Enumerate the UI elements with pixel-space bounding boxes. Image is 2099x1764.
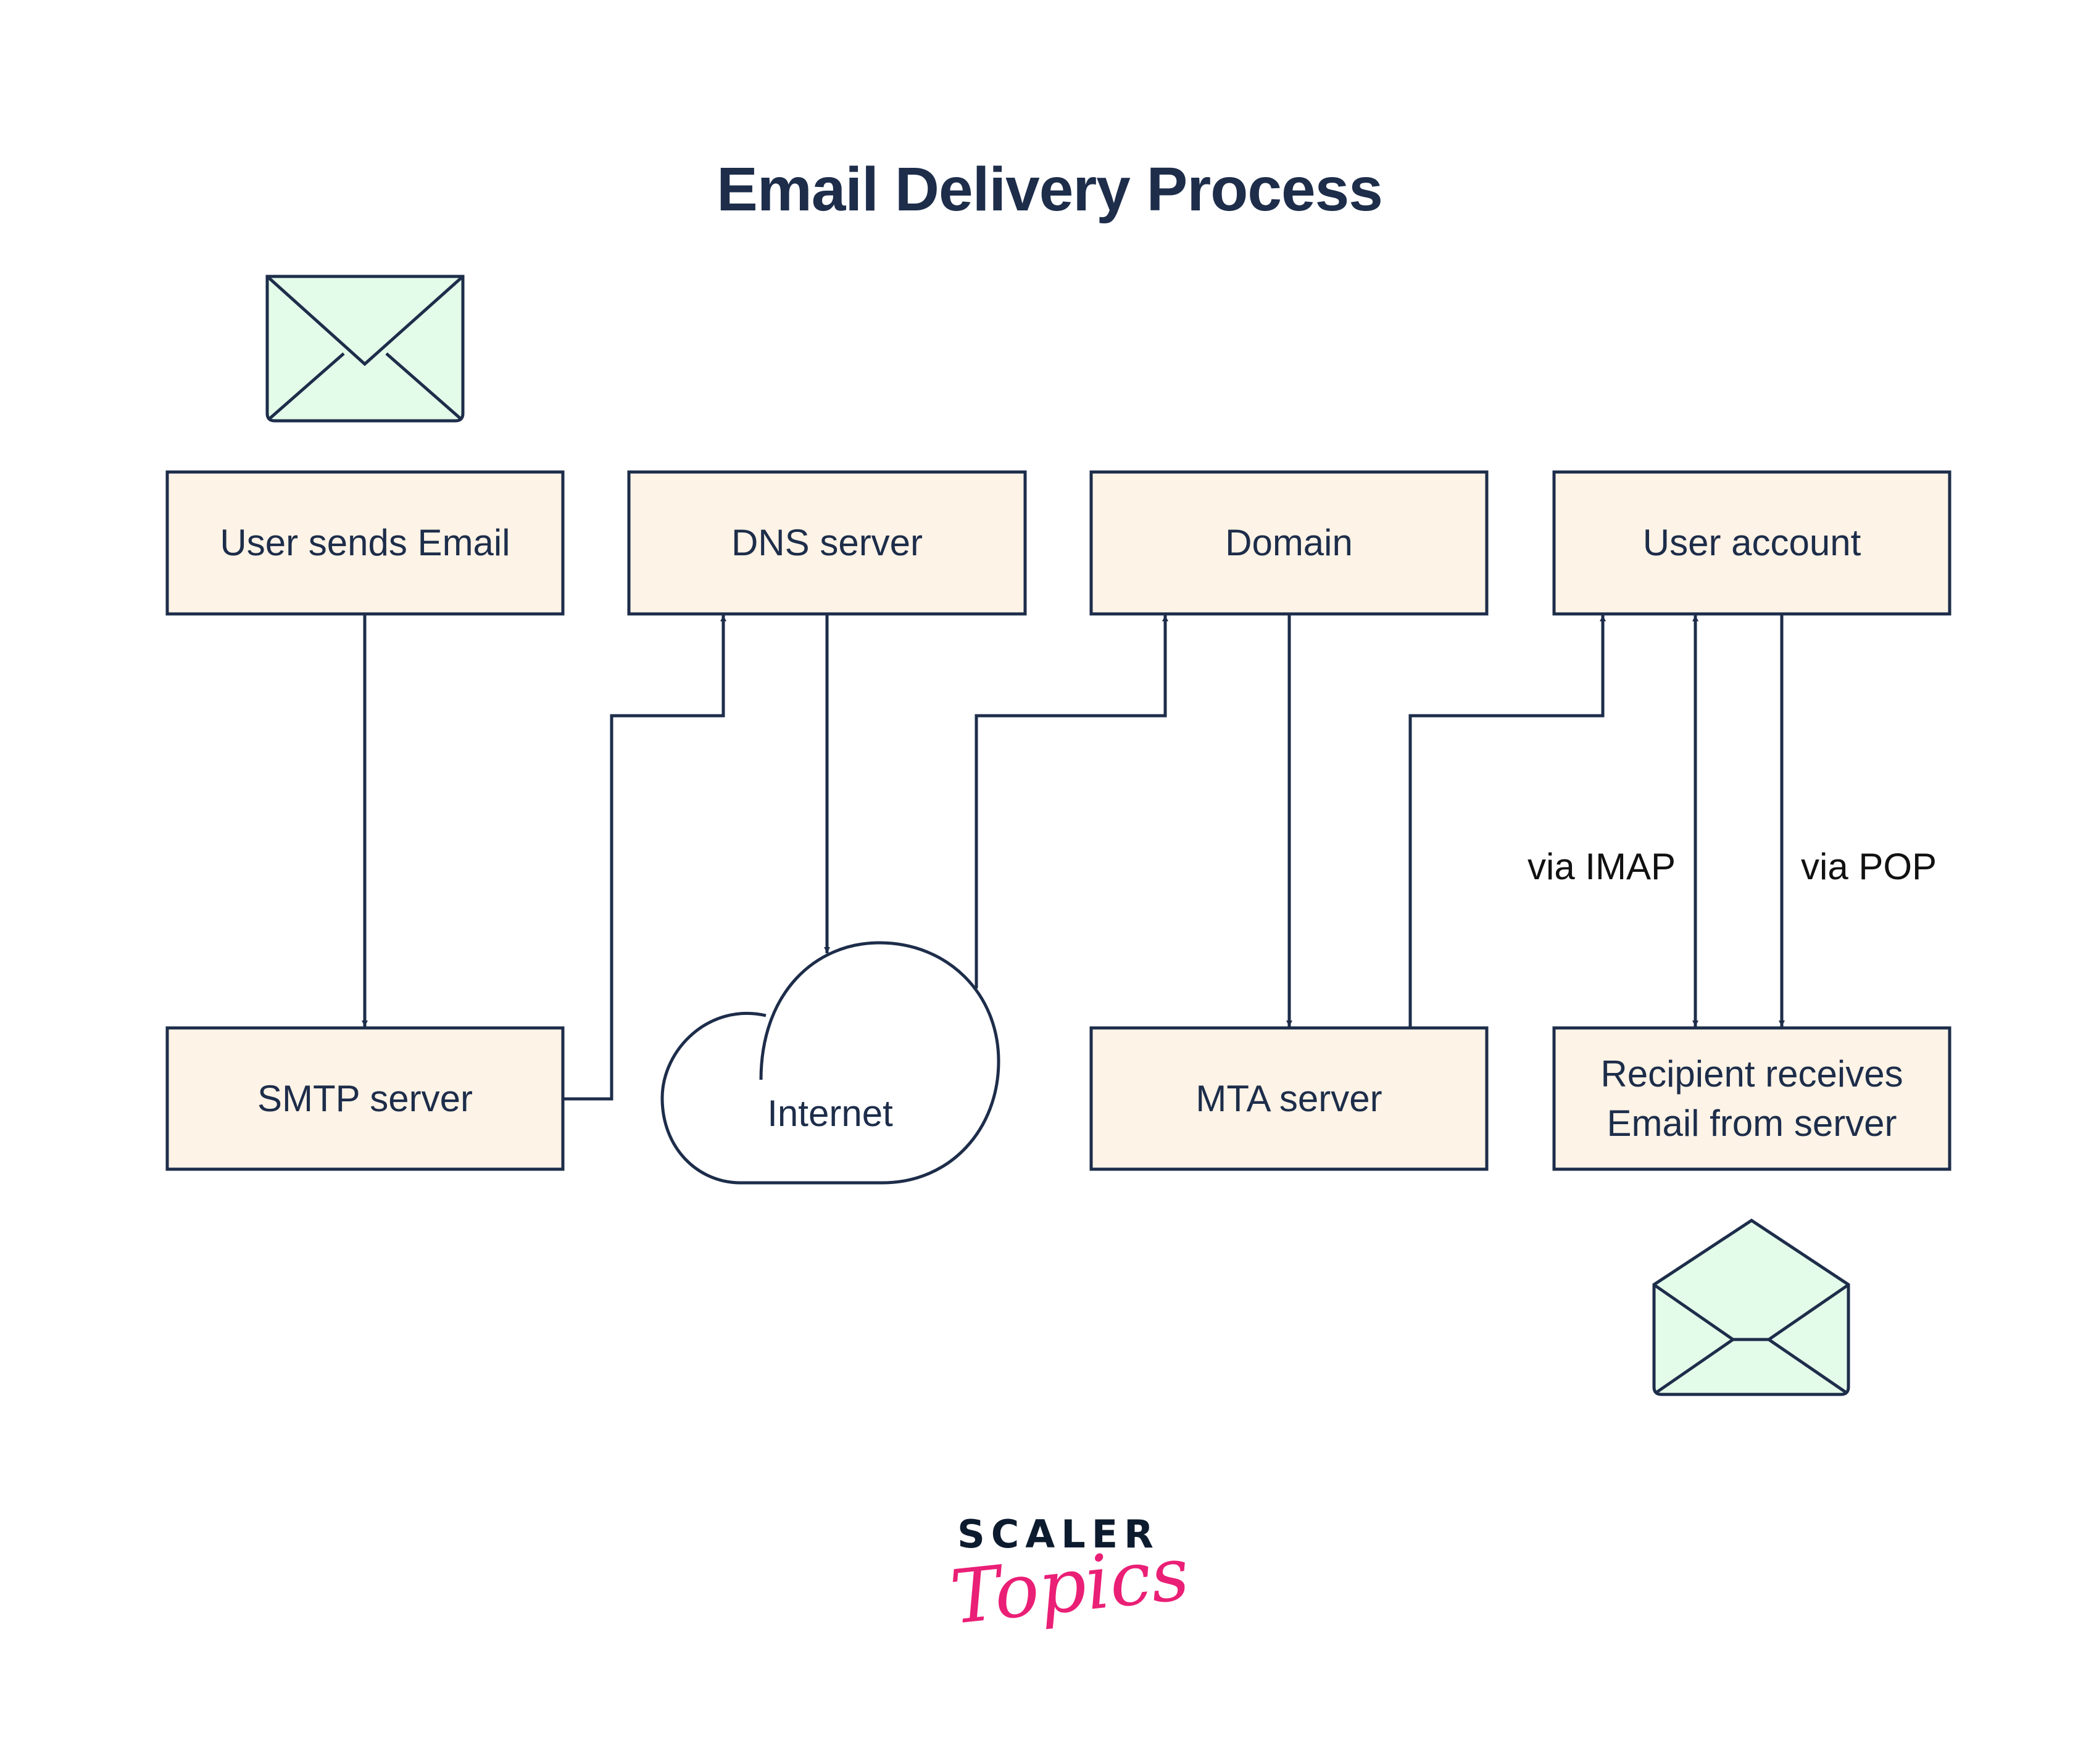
scaler-topics-logo: SCALER Topics [947,1512,1193,1641]
edge-label-imap: via IMAP [1527,846,1676,887]
node-internet-cloud [660,941,1000,1185]
edge-label-pop: via POP [1801,846,1937,887]
edge-mta-to-user-account [1408,615,1606,1028]
label-user-account: User account [1642,522,1861,563]
label-user-sends-email: User sends Email [220,522,510,563]
label-dns-server: DNS server [731,522,923,563]
label-recipient: Recipient receives Email from server [1554,1028,1950,1169]
edge-internet-to-domain [975,615,1168,988]
node-mta-server [1089,1026,1489,1171]
node-user-account [1552,470,1951,616]
label-internet: Internet [767,1093,893,1134]
closed-envelope-icon [265,275,465,423]
logo-scaler-text: SCALER [957,1512,1160,1557]
node-domain [1089,470,1489,616]
label-domain: Domain [1225,522,1353,563]
node-user-sends-email [165,470,565,616]
label-mta-server: MTA server [1195,1077,1382,1119]
label-recipient-line1: Recipient receives [1600,1053,1903,1095]
node-recipient [1552,1026,1951,1171]
edge-smtp-to-dns [563,615,726,1101]
open-envelope-icon [1652,1219,1850,1396]
label-recipient-line2: Email from server [1606,1102,1897,1144]
diagram-title: Email Delivery Process [717,155,1383,224]
label-smtp-server: SMTP server [257,1077,473,1119]
node-smtp-server [165,1026,565,1171]
node-dns-server [627,470,1027,616]
